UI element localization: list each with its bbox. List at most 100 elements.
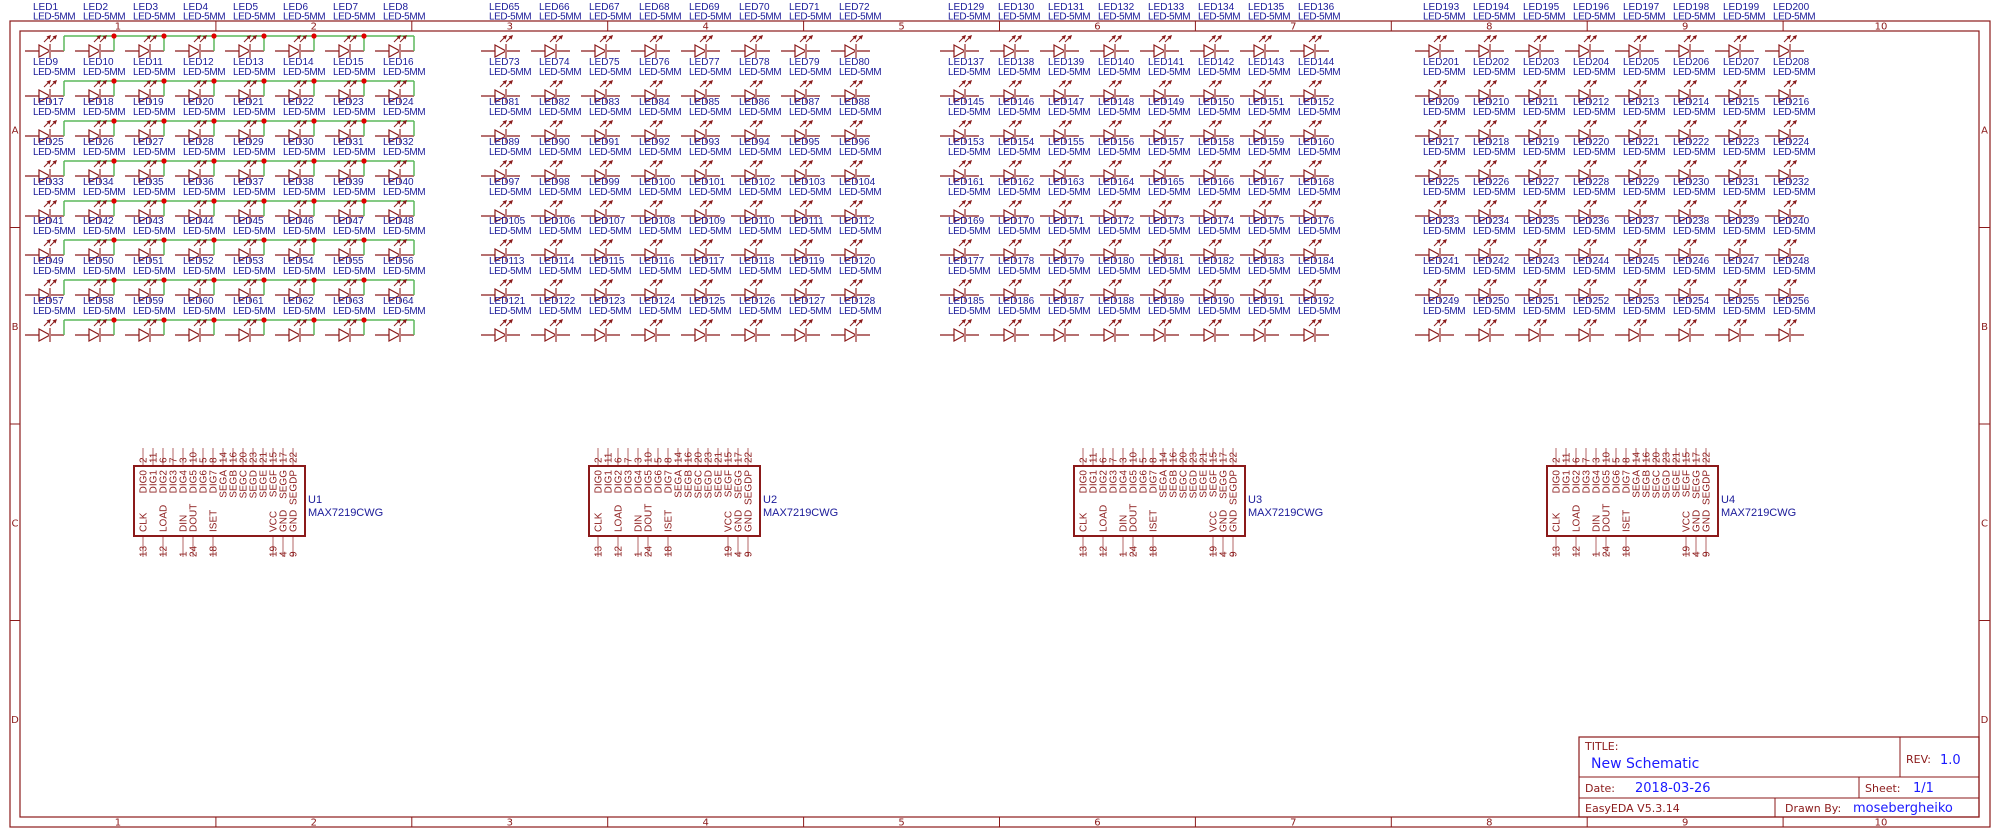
- arrow-head-icon: [802, 35, 807, 40]
- junction-dot: [211, 198, 217, 204]
- arrow-head-icon: [1436, 279, 1441, 284]
- diode-icon: [1303, 287, 1317, 303]
- arrow-head-icon: [702, 120, 707, 125]
- led-designator: LED146: [998, 97, 1035, 108]
- led-designator: LED42: [83, 216, 114, 227]
- led-value: LED-5MM: [1623, 147, 1665, 158]
- arrow-head-icon: [1161, 120, 1166, 125]
- led-value: LED-5MM: [489, 266, 531, 277]
- diode-icon: [1778, 208, 1792, 224]
- led-designator: LED71: [789, 2, 820, 13]
- arrow-head-icon: [602, 160, 607, 165]
- diode-icon: [844, 208, 858, 224]
- led-value: LED-5MM: [948, 226, 990, 237]
- arrow-head-icon: [302, 200, 307, 205]
- led-designator: LED243: [1523, 256, 1560, 267]
- pin-name: DIG7: [209, 470, 220, 494]
- led-value: LED-5MM: [1098, 306, 1140, 317]
- led-value: LED-5MM: [1048, 187, 1090, 198]
- pin-number: 19: [724, 545, 735, 557]
- chip-designator: U4: [1721, 494, 1735, 506]
- arrow-head-icon: [352, 239, 357, 244]
- arrow-head-icon: [758, 120, 763, 125]
- arrow-head-icon: [146, 279, 151, 284]
- arrow-head-icon: [152, 35, 157, 40]
- led-value: LED-5MM: [689, 107, 731, 118]
- arrow-head-icon: [46, 239, 51, 244]
- pin-name: ISET: [209, 510, 220, 532]
- led-designator: LED134: [1198, 2, 1235, 13]
- arrow-head-icon: [1786, 120, 1791, 125]
- arrow-head-icon: [352, 319, 357, 324]
- junction-dot: [261, 118, 267, 124]
- pin-number: 8: [209, 457, 220, 463]
- led-designator: LED245: [1623, 256, 1660, 267]
- arrow-head-icon: [1742, 80, 1747, 85]
- led-designator: LED168: [1298, 177, 1335, 188]
- arrow-head-icon: [1792, 239, 1797, 244]
- arrow-head-icon: [1167, 35, 1172, 40]
- arrow-head-icon: [402, 160, 407, 165]
- arrow-head-icon: [1642, 279, 1647, 284]
- junction-dot: [161, 198, 167, 204]
- pin-name: DIG3: [1109, 470, 1120, 494]
- arrow-head-icon: [1592, 120, 1597, 125]
- pin-name: SEGB: [1642, 470, 1653, 498]
- led-value: LED-5MM: [1248, 187, 1290, 198]
- arrow-head-icon: [508, 239, 513, 244]
- led-designator: LED101: [689, 177, 726, 188]
- arrow-head-icon: [1736, 80, 1741, 85]
- led-designator: LED180: [1098, 256, 1135, 267]
- arrow-head-icon: [1117, 319, 1122, 324]
- led-designator: LED110: [739, 216, 775, 227]
- diode-icon: [1428, 247, 1442, 263]
- arrow-head-icon: [602, 239, 607, 244]
- arrow-head-icon: [758, 200, 763, 205]
- led-designator: LED103: [789, 177, 826, 188]
- diode-icon: [953, 247, 967, 263]
- arrow-head-icon: [1011, 239, 1016, 244]
- led-designator: LED256: [1773, 296, 1810, 307]
- pin-name: SEGA: [219, 470, 230, 498]
- arrow-head-icon: [1267, 120, 1272, 125]
- led-designator: LED16: [383, 57, 414, 68]
- led-designator: LED53: [233, 256, 264, 267]
- arrow-head-icon: [758, 319, 763, 324]
- junction-dot: [361, 237, 367, 243]
- led-designator: LED25: [33, 137, 64, 148]
- led-value: LED-5MM: [1423, 67, 1465, 78]
- pin-number: 11: [1562, 452, 1573, 463]
- diode-icon: [1728, 247, 1742, 263]
- led-designator: LED133: [1148, 2, 1185, 13]
- pin-number: 3: [1592, 457, 1603, 463]
- led-designator: LED159: [1248, 137, 1285, 148]
- diode-icon: [1728, 168, 1742, 184]
- led-designator: LED137: [948, 57, 985, 68]
- junction-dot: [111, 78, 117, 84]
- led-value: LED-5MM: [1248, 107, 1290, 118]
- arrow-head-icon: [1792, 279, 1797, 284]
- led-designator: LED95: [789, 137, 820, 148]
- diode-icon: [1628, 247, 1642, 263]
- diode-icon: [794, 168, 808, 184]
